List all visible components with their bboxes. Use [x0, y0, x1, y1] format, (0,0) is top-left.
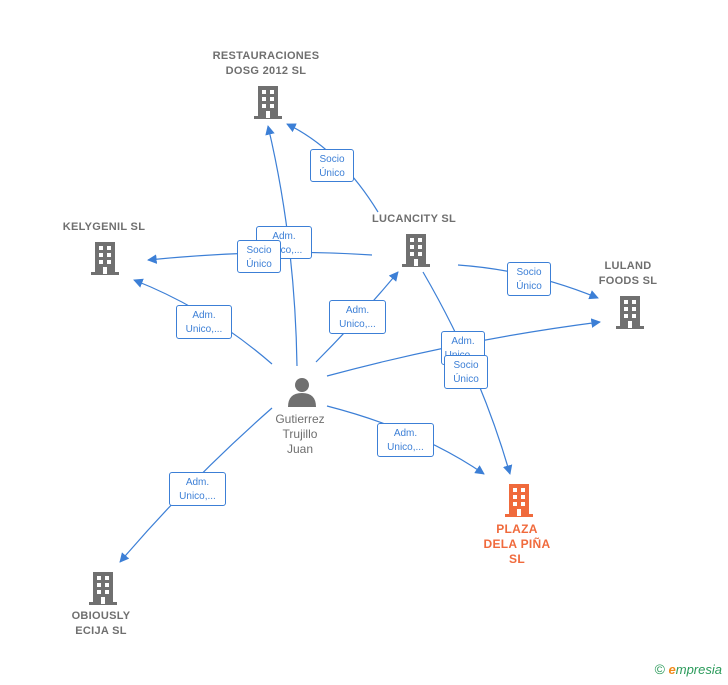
- building-icon: [616, 296, 644, 329]
- edge-label-socio-plaza[interactable]: Socio Único: [444, 355, 488, 389]
- node-plaza-label[interactable]: PLAZA DELA PIÑA SL: [483, 522, 551, 566]
- node-person-label[interactable]: Gutierrez Trujillo Juan: [275, 412, 325, 456]
- node-obiously-label[interactable]: OBIOUSLY ECIJA SL: [71, 610, 131, 637]
- brand-footer: © empresia: [655, 661, 722, 677]
- edge-label-socio-luland[interactable]: Socio Único: [507, 262, 551, 296]
- node-luland-label[interactable]: LULAND FOODS SL: [598, 260, 658, 287]
- building-icon: [402, 234, 430, 267]
- edge-label-socio-kelygenil[interactable]: Socio Único: [237, 240, 281, 273]
- copyright-icon: ©: [654, 661, 665, 677]
- edge-label-adm-obiously[interactable]: Adm. Unico,...: [169, 472, 226, 506]
- edge-label-adm-kelygenil[interactable]: Adm. Unico,...: [176, 305, 232, 339]
- building-icon-focus: [505, 484, 533, 517]
- building-icon: [91, 242, 119, 275]
- edge-label-socio-restauraciones[interactable]: Socio Único: [310, 149, 354, 182]
- node-kelygenil-label[interactable]: KELYGENIL SL: [62, 221, 146, 233]
- node-restauraciones-label[interactable]: RESTAURACIONES DOSG 2012 SL: [212, 50, 320, 77]
- edge-label-adm-plaza[interactable]: Adm. Unico,...: [377, 423, 434, 457]
- brand-name: mpresia: [675, 662, 722, 677]
- edge-label-adm-lucancity[interactable]: Adm. Unico,...: [329, 300, 386, 334]
- brand-initial: e: [668, 662, 676, 677]
- node-lucancity-label[interactable]: LUCANCITY SL: [371, 213, 457, 225]
- person-icon: [288, 378, 316, 407]
- building-icon: [254, 86, 282, 119]
- building-icon: [89, 572, 117, 605]
